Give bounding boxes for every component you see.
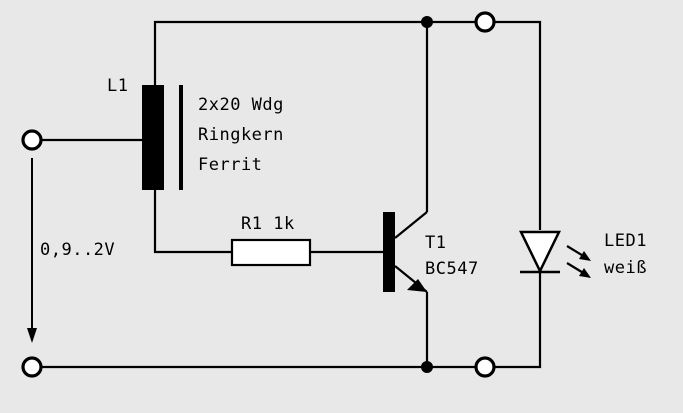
led-ref-label: LED1 [604, 231, 647, 251]
transistor-collector [394, 211, 428, 239]
output-terminal-top [474, 11, 496, 33]
transistor-ref-label: T1 [425, 233, 446, 253]
emitter-arrow-icon [407, 279, 427, 292]
input-terminal-top [21, 129, 43, 151]
bottom-wire [40, 272, 542, 369]
voltage-arrow-head-icon [27, 328, 37, 343]
led-triangle [519, 230, 561, 274]
transistor-type-label: BC547 [425, 259, 479, 279]
inductor-ref-label: L1 [107, 76, 128, 96]
top-wire [153, 20, 542, 230]
inductor-desc-line-1: 2x20 Wdg [198, 95, 284, 115]
light-arrow-head-icon [579, 251, 591, 261]
resistor-label: R1 1k [241, 214, 295, 234]
light-arrow-head-icon [579, 268, 591, 278]
voltage-label: 0,9..2V [40, 240, 115, 260]
junction-dot [421, 16, 433, 28]
transistor-base-bar [383, 212, 395, 292]
inductor-core [142, 85, 164, 190]
led-color-label: weiß [604, 258, 647, 278]
junction-dot [421, 361, 433, 373]
resistor-body [230, 238, 312, 267]
inductor-desc-line-3: Ferrit [198, 155, 262, 175]
base-wire [153, 190, 232, 254]
inductor-desc-line-2: Ringkern [198, 125, 284, 145]
output-terminal-bottom [474, 356, 496, 378]
input-terminal-bottom [21, 356, 43, 378]
